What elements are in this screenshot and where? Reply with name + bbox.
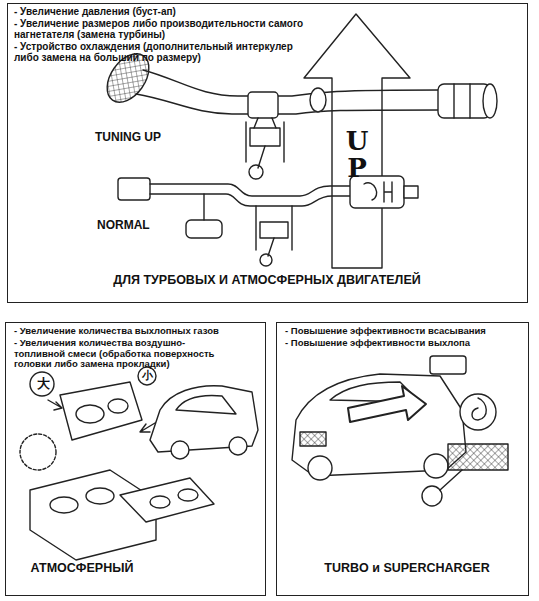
arrow-label: UP [344,128,370,183]
size-mark: 大 [35,377,51,390]
combustion-chamber [108,399,128,413]
normal-con-rod [268,238,274,256]
large-mark-circle [30,372,54,396]
flow-arrow [48,400,62,410]
belt [440,470,462,490]
piston [250,128,280,146]
car-wheel [171,441,189,459]
cylinder [246,122,284,162]
mode-label: TUNING UP [95,131,185,143]
bullet-note: - Увеличение размеров либо производитель… [14,18,304,40]
bullet-note: - Увеличение количества выхлопных газов [14,326,254,337]
grille [300,432,326,446]
grinder-disc [20,434,56,470]
panel-title: ДЛЯ ТУРБОВЫХ И АТМОСФЕРНЫХ ДВИГАТЕЛЕЙ [8,273,526,287]
intake-flow-arrow [348,386,426,422]
bore [86,488,114,504]
normal-pipe-lower [150,194,350,206]
car-window [176,396,236,414]
cylinder-head [60,382,142,440]
con-rod [258,146,265,168]
muffler-end [483,84,497,118]
normal-drum [186,220,222,238]
bullet-note: - Увеличения количества воздушно-топливн… [14,338,234,370]
turbo-scroll [472,398,486,420]
bullet-note: - Повышение эффективности всасывания [285,326,525,337]
intercooler-joint [310,88,326,112]
tuning-panel: - Увеличение давления (буст-ап)- Увеличе… [7,3,528,303]
tailpipe [404,186,418,198]
muffler-rib [453,84,454,118]
turbo-car-wheel [308,456,332,480]
bore [50,497,78,513]
throttle-body [248,92,278,118]
turbo-car-wheel [424,454,448,478]
muffler-scroll [364,182,392,202]
panel-title: АТМОСФЕРНЫЙ [12,561,152,575]
bullet-note: - Повышение эффективности выхлопа [285,338,525,349]
combustion-chamber [76,405,104,423]
panel-title: TURBO и SUPERCHARGER [307,561,507,575]
normal-cylinder [256,206,292,250]
intake-pipe-lower [136,94,440,114]
normal-drum-pipe [203,194,204,220]
turbo-panel: - Повышение эффективности всасывания- По… [276,322,529,596]
sketch-lines [20,14,508,560]
valve [254,118,276,128]
normal-crank [260,254,272,266]
cylinder-block [30,470,156,560]
car-wheel [229,437,247,455]
muffler-rib [469,84,470,118]
gasket-hole [178,489,198,501]
up-arrow [304,14,410,268]
intercooler [448,444,508,470]
head-gasket [120,478,214,522]
atmospheric-panel: - Увеличение количества выхлопных газов-… [5,322,266,596]
muffler [438,84,490,118]
small-mark-circle [138,367,156,385]
mode-label: NORMAL [97,219,177,231]
turbocharger [460,394,496,430]
pulley [422,486,442,506]
blow-off-valve [430,356,466,374]
bullet-note: - Увеличение давления (буст-ап) [14,6,314,17]
intake-pipe-upper [143,70,440,96]
normal-piston [260,222,288,238]
crank [249,165,263,179]
bullet-note: - Устройство охлаждения (дополнительный … [14,41,304,63]
filter-box [118,178,150,200]
gasket-hole [150,496,170,508]
size-mark: 小 [141,370,154,381]
